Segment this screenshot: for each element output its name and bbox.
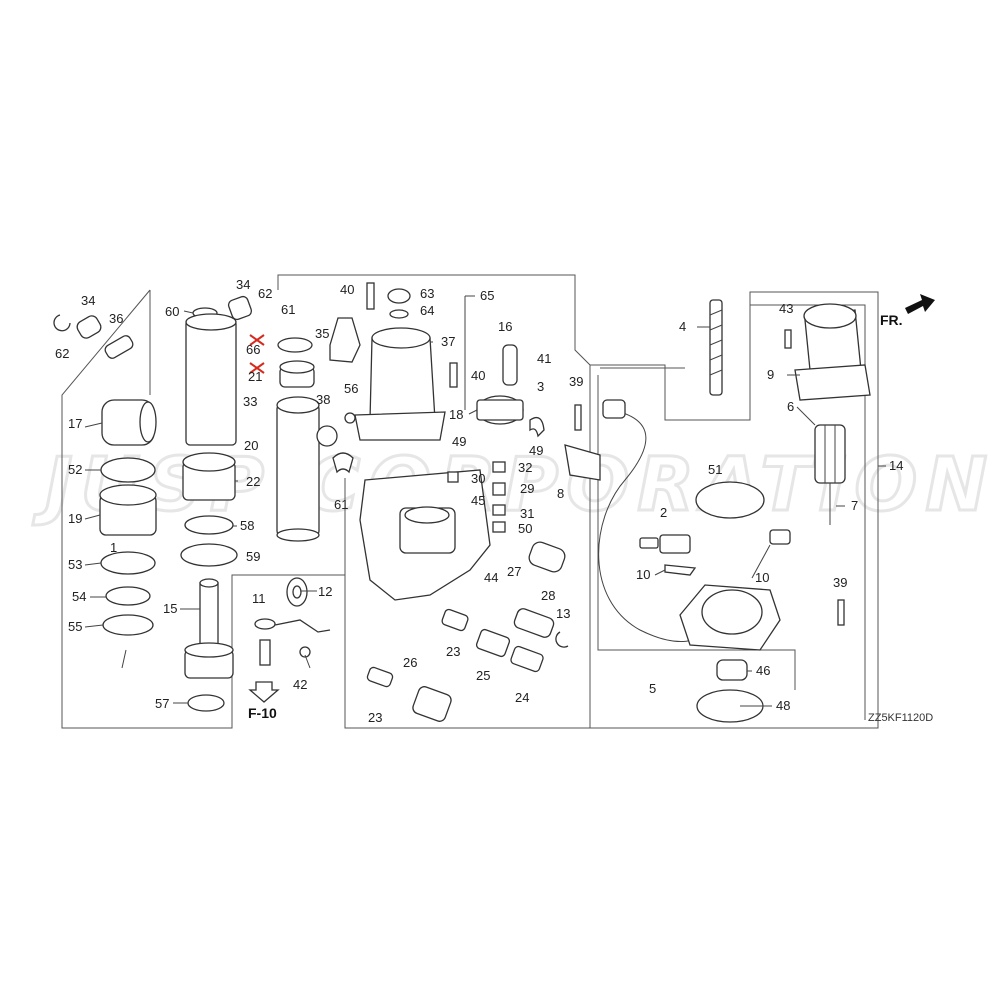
part-label: 62 xyxy=(55,346,69,361)
part-label: 41 xyxy=(537,351,551,366)
part-label: 51 xyxy=(708,462,722,477)
part-label: 49 xyxy=(452,434,466,449)
part-label: 61 xyxy=(281,302,295,317)
part-label: 36 xyxy=(109,311,123,326)
part-label: 39 xyxy=(833,575,847,590)
part-label: 10 xyxy=(636,567,650,582)
part-label: 42 xyxy=(293,677,307,692)
motor-parts xyxy=(574,299,871,723)
part-label: 43 xyxy=(779,301,793,316)
part-label: 28 xyxy=(541,588,555,603)
part-label: 60 xyxy=(165,304,179,319)
part-label: 16 xyxy=(498,319,512,334)
part-label: 15 xyxy=(163,601,177,616)
part-label: 12 xyxy=(318,584,332,599)
part-label: 65 xyxy=(480,288,494,303)
part-label: 21 xyxy=(248,369,262,384)
part-label: 27 xyxy=(507,564,521,579)
cross-mark-21-icon xyxy=(249,362,265,374)
part-label: 37 xyxy=(441,334,455,349)
part-label: 18 xyxy=(449,407,463,422)
part-label: 1 xyxy=(110,540,117,555)
part-label: 3 xyxy=(537,379,544,394)
part-label: 52 xyxy=(68,462,82,477)
part-label: 7 xyxy=(851,498,858,513)
part-label: 58 xyxy=(240,518,254,533)
part-label: 14 xyxy=(889,458,903,473)
part-label: 4 xyxy=(679,319,686,334)
part-label: 48 xyxy=(776,698,790,713)
part-label: 29 xyxy=(520,481,534,496)
part-label: 2 xyxy=(660,505,667,520)
pump-housing-parts xyxy=(316,282,601,722)
tube-parts xyxy=(227,295,320,542)
part-label: 55 xyxy=(68,619,82,634)
part-label: 34 xyxy=(236,277,250,292)
part-label: 9 xyxy=(767,367,774,382)
part-label: 62 xyxy=(258,286,272,301)
part-label: 40 xyxy=(340,282,354,297)
part-label: 57 xyxy=(155,696,169,711)
diagram-code: ZZ5KF1120D xyxy=(868,712,933,724)
part-label: 61 xyxy=(334,497,348,512)
part-label: 31 xyxy=(520,506,534,521)
part-label: 63 xyxy=(420,286,434,301)
front-arrow-icon xyxy=(905,294,935,314)
leader-lines xyxy=(84,295,886,707)
sensor-parts: F-10 xyxy=(248,577,331,721)
part-label: 59 xyxy=(246,549,260,564)
part-label: 23 xyxy=(446,644,460,659)
part-label: 20 xyxy=(244,438,258,453)
part-label: 35 xyxy=(315,326,329,341)
part-label: 19 xyxy=(68,511,82,526)
part-label: 5 xyxy=(649,681,656,696)
part-label: 50 xyxy=(518,521,532,536)
watermark-text: JUSP CORPORATION xyxy=(32,442,995,528)
part-label: 6 xyxy=(787,399,794,414)
part-label: 64 xyxy=(420,303,434,318)
part-label: 30 xyxy=(471,471,485,486)
left-column-parts xyxy=(53,314,157,669)
part-label: 25 xyxy=(476,668,490,683)
part-label: 22 xyxy=(246,474,260,489)
part-label: 32 xyxy=(518,460,532,475)
direction-label: FR. xyxy=(880,312,903,328)
part-label: 26 xyxy=(403,655,417,670)
group-boundaries xyxy=(61,274,879,729)
part-labels: 1 2 3 4 5 6 7 8 9 10 10 11 12 13 14 15 1… xyxy=(55,277,903,725)
part-label: 56 xyxy=(344,381,358,396)
part-label: 38 xyxy=(316,392,330,407)
part-label: 34 xyxy=(81,293,95,308)
part-label: 13 xyxy=(556,606,570,621)
reference-arrow-icon xyxy=(248,681,280,703)
part-label: 23 xyxy=(368,710,382,725)
part-label: 24 xyxy=(515,690,529,705)
part-label: 40 xyxy=(471,368,485,383)
part-label: 10 xyxy=(755,570,769,585)
part-label: 53 xyxy=(68,557,82,572)
part-label: 39 xyxy=(569,374,583,389)
part-label: 33 xyxy=(243,394,257,409)
part-label: 66 xyxy=(246,342,260,357)
cross-mark-66-icon xyxy=(249,334,265,346)
part-label: 11 xyxy=(252,591,266,606)
front-direction-indicator: FR. xyxy=(880,294,935,328)
part-label: 8 xyxy=(557,486,564,501)
reference-label: F-10 xyxy=(248,705,277,721)
part-label: 54 xyxy=(72,589,86,604)
cross-marks xyxy=(249,334,265,374)
part-label: 49 xyxy=(529,443,543,458)
part-label: 46 xyxy=(756,663,770,678)
part-label: 17 xyxy=(68,416,82,431)
part-label: 45 xyxy=(471,493,485,508)
part-label: 44 xyxy=(484,570,498,585)
